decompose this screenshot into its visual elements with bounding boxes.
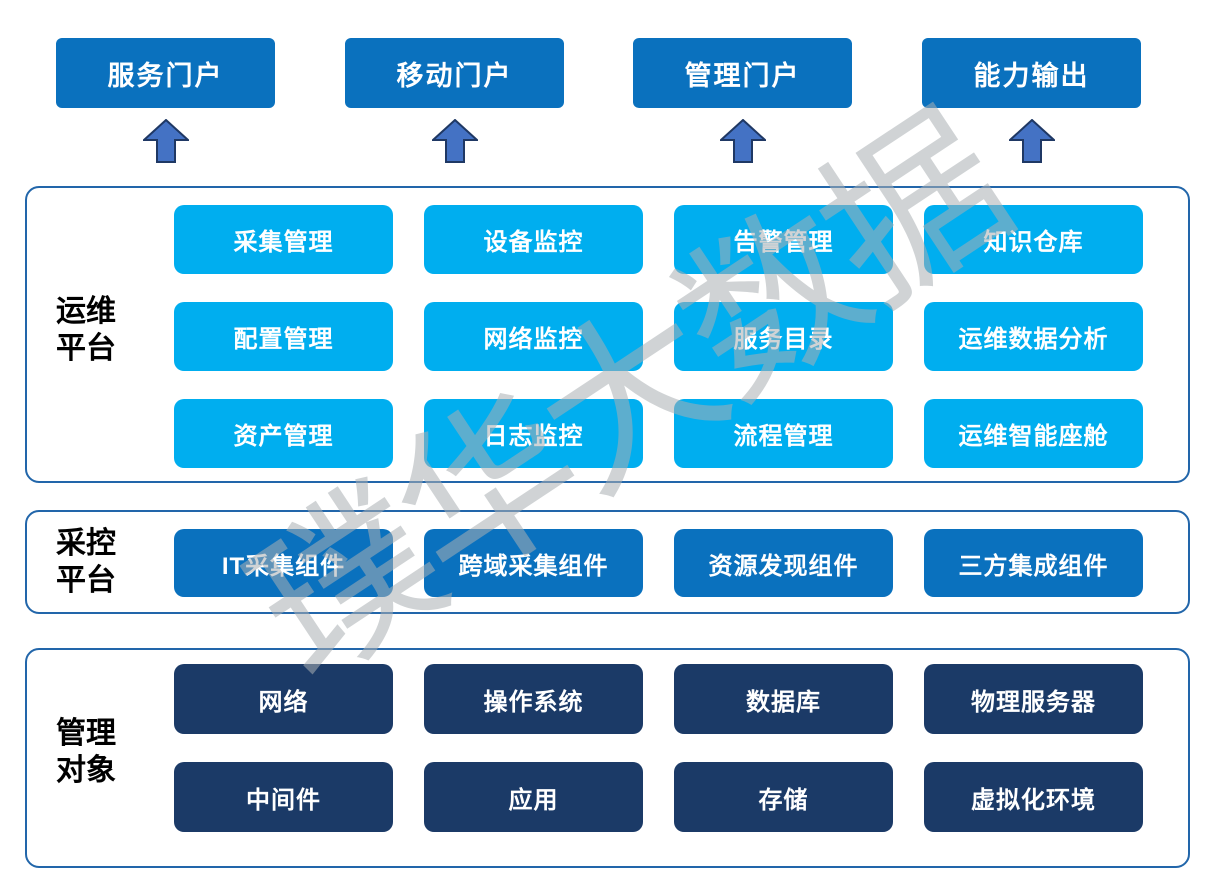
section-label-line1: 运维 [56, 295, 116, 328]
section-label: 管理 对象 [40, 715, 132, 789]
object-cell: 物理服务器 [924, 664, 1143, 734]
section-managed-objects: 管理 对象 网络 操作系统 数据库 物理服务器 中间件 应用 存储 虚拟化环境 [25, 648, 1190, 868]
ops-cell: 流程管理 [674, 399, 893, 468]
object-cell: 操作系统 [424, 664, 643, 734]
collect-cell: 跨域采集组件 [424, 529, 643, 597]
portal-box-service: 服务门户 [56, 38, 275, 108]
object-cell: 应用 [424, 762, 643, 832]
object-cell: 虚拟化环境 [924, 762, 1143, 832]
up-arrow-icon [718, 118, 768, 163]
section-label: 运维 平台 [40, 293, 132, 367]
ops-cell: 服务目录 [674, 302, 893, 371]
section-ops-platform: 运维 平台 采集管理 设备监控 告警管理 知识仓库 配置管理 网络监控 服务目录… [25, 186, 1190, 483]
section-collect-platform: 采控 平台 IT采集组件 跨域采集组件 资源发现组件 三方集成组件 [25, 510, 1190, 614]
section-label: 采控 平台 [40, 525, 132, 599]
ops-cell: 知识仓库 [924, 205, 1143, 274]
ops-cell: 资产管理 [174, 399, 393, 468]
ops-cell: 采集管理 [174, 205, 393, 274]
ops-cell: 运维数据分析 [924, 302, 1143, 371]
ops-cell: 网络监控 [424, 302, 643, 371]
ops-cell: 运维智能座舱 [924, 399, 1143, 468]
ops-cell: 设备监控 [424, 205, 643, 274]
section-label-line1: 管理 [56, 717, 116, 750]
ops-cell: 日志监控 [424, 399, 643, 468]
object-cell: 网络 [174, 664, 393, 734]
section-label-line2: 平台 [56, 564, 116, 597]
section-label-line2: 平台 [56, 332, 116, 365]
portal-box-capability: 能力输出 [922, 38, 1141, 108]
collect-cell: 资源发现组件 [674, 529, 893, 597]
up-arrow-icon [141, 118, 191, 163]
object-cell: 数据库 [674, 664, 893, 734]
up-arrow-icon [1007, 118, 1057, 163]
section-label-line2: 对象 [56, 754, 116, 787]
object-cell: 中间件 [174, 762, 393, 832]
ops-cell: 告警管理 [674, 205, 893, 274]
object-cell: 存储 [674, 762, 893, 832]
portal-box-admin: 管理门户 [633, 38, 852, 108]
ops-cell: 配置管理 [174, 302, 393, 371]
collect-cell: 三方集成组件 [924, 529, 1143, 597]
collect-cell: IT采集组件 [174, 529, 393, 597]
section-label-line1: 采控 [56, 527, 116, 560]
portal-box-mobile: 移动门户 [345, 38, 564, 108]
up-arrow-icon [430, 118, 480, 163]
